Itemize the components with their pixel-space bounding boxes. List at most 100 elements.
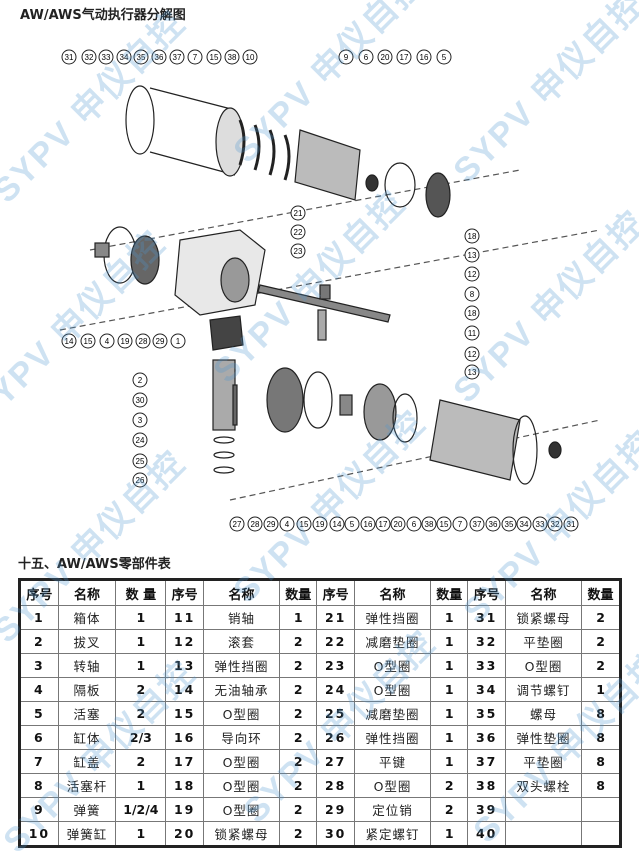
spring-cylinder-top bbox=[125, 85, 451, 218]
part-quantity bbox=[581, 821, 621, 847]
callout-number: 14 bbox=[333, 520, 342, 529]
callout-circle bbox=[117, 333, 133, 349]
part-name: 减磨垫圈 bbox=[353, 629, 432, 654]
callout-number: 15 bbox=[210, 53, 219, 62]
callout-circle bbox=[132, 372, 148, 388]
part-quantity: 1 bbox=[430, 629, 469, 654]
part-name: O型圈 bbox=[202, 749, 281, 774]
part-quantity: 1 bbox=[115, 629, 167, 654]
callout-number: 6 bbox=[412, 520, 417, 529]
part-quantity: 1 bbox=[279, 605, 318, 630]
callout-number: 23 bbox=[294, 247, 303, 256]
callout-circle bbox=[135, 333, 151, 349]
callout-circle bbox=[61, 333, 77, 349]
diagram-title: AW/AWS气动执行器分解图 bbox=[20, 8, 186, 23]
callout-circle bbox=[375, 516, 391, 532]
callout-number: 1 bbox=[176, 337, 181, 346]
part-quantity: 2 bbox=[279, 749, 318, 774]
callout-number: 6 bbox=[364, 53, 369, 62]
part-name bbox=[504, 797, 583, 822]
callout-circle bbox=[242, 49, 258, 65]
part-name: O型圈 bbox=[202, 701, 281, 726]
part-quantity: 1 bbox=[430, 677, 469, 702]
part-quantity: 2 bbox=[279, 701, 318, 726]
part-number: 6 bbox=[19, 725, 59, 750]
callout-circle bbox=[406, 516, 422, 532]
housing bbox=[94, 226, 266, 316]
part-number: 8 bbox=[19, 773, 59, 798]
callout-circle bbox=[377, 49, 393, 65]
callout-number: 36 bbox=[155, 53, 164, 62]
callout-circle bbox=[224, 49, 240, 65]
part-quantity: 2 bbox=[279, 653, 318, 678]
callout-circle bbox=[170, 333, 186, 349]
part-quantity: 1 bbox=[430, 653, 469, 678]
callout-circle bbox=[98, 49, 114, 65]
callout-number: 26 bbox=[136, 476, 145, 485]
part-quantity: 2 bbox=[115, 701, 167, 726]
callout-number: 37 bbox=[173, 53, 182, 62]
callout-circle bbox=[229, 516, 245, 532]
column-header: 数量 bbox=[430, 579, 469, 606]
part-quantity: 1 bbox=[581, 677, 621, 702]
callout-circle bbox=[464, 228, 480, 244]
part-number: 10 bbox=[19, 821, 59, 847]
part-number: 15 bbox=[165, 701, 204, 726]
column-header: 序号 bbox=[316, 579, 355, 606]
part-number: 20 bbox=[165, 821, 204, 847]
part-name: 锁紧螺母 bbox=[202, 821, 281, 847]
part-quantity: 2/3 bbox=[115, 725, 167, 750]
callout-number: 28 bbox=[139, 337, 148, 346]
column-header: 名称 bbox=[202, 579, 281, 606]
callout-number: 17 bbox=[379, 520, 388, 529]
column-header: 名称 bbox=[57, 579, 117, 606]
part-number: 40 bbox=[467, 821, 506, 847]
callout-number: 4 bbox=[105, 337, 110, 346]
part-quantity: 8 bbox=[581, 701, 621, 726]
part-quantity: 1/2/4 bbox=[115, 797, 167, 822]
part-quantity: 8 bbox=[581, 749, 621, 774]
callout-number: 19 bbox=[121, 337, 130, 346]
part-number: 29 bbox=[316, 797, 355, 822]
callout-circle bbox=[563, 516, 579, 532]
part-name: 缸盖 bbox=[57, 749, 117, 774]
part-quantity: 1 bbox=[115, 773, 167, 798]
part-number: 30 bbox=[316, 821, 355, 847]
callout-number: 15 bbox=[300, 520, 309, 529]
callout-number: 9 bbox=[344, 53, 349, 62]
callout-number: 31 bbox=[567, 520, 576, 529]
diagram-parts bbox=[59, 85, 601, 501]
part-number: 32 bbox=[467, 629, 506, 654]
part-number: 2 bbox=[19, 629, 59, 654]
callout-circle bbox=[290, 243, 306, 259]
callout-number: 7 bbox=[193, 53, 198, 62]
callout-number: 8 bbox=[470, 290, 475, 299]
callout-number: 32 bbox=[551, 520, 560, 529]
part-quantity: 2 bbox=[279, 725, 318, 750]
part-name: 平垫圈 bbox=[504, 629, 583, 654]
callout-circle bbox=[116, 49, 132, 65]
part-quantity: 8 bbox=[581, 725, 621, 750]
part-name: 弹簧缸 bbox=[57, 821, 117, 847]
callout-number: 20 bbox=[394, 520, 403, 529]
callout-number: 38 bbox=[425, 520, 434, 529]
part-quantity bbox=[581, 797, 621, 822]
part-name bbox=[504, 821, 583, 847]
callout-number: 14 bbox=[65, 337, 74, 346]
part-number: 22 bbox=[316, 629, 355, 654]
callout-circle bbox=[132, 472, 148, 488]
callout-circle bbox=[152, 333, 168, 349]
part-number: 9 bbox=[19, 797, 59, 822]
callout-circle bbox=[464, 305, 480, 321]
callout-circle bbox=[485, 516, 501, 532]
callout-number: 28 bbox=[251, 520, 260, 529]
part-name: O型圈 bbox=[202, 773, 281, 798]
